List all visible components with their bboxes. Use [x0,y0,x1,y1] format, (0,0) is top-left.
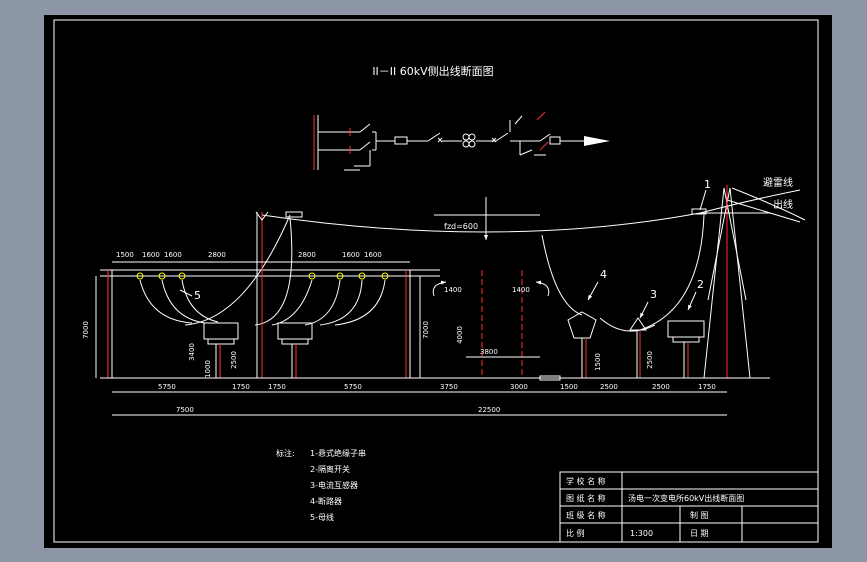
legend-item-1: 1-悬式绝缘子串 [310,448,366,458]
callout-3: 3 [650,288,657,301]
callout-4: 4 [600,268,607,281]
dim-total-right: 22500 [478,406,500,414]
callout-5-leader [179,289,193,297]
insulators [285,208,707,218]
drawing-name-label: 图 纸 名 称 [566,493,606,503]
dim-1400-right: 1400 [512,286,530,294]
date-label: 日 期 [690,529,709,538]
outgoing-tower [700,185,770,379]
bus-insulator-nodes [136,272,389,280]
dim-row1-3: 1750 [268,383,286,391]
drawing-title: II－II 60kV侧出线断面图 [372,64,493,78]
callout-2-leader [687,291,697,311]
scale-label: 比 例 [566,528,585,538]
callout-2: 2 [697,278,704,291]
busbar-structure [100,211,440,378]
dim-row1-6: 3000 [510,383,528,391]
dim-1500-vertical: 1500 [594,353,602,371]
scale-value: 1:300 [630,529,653,538]
sag-label: fzd=600 [444,222,478,231]
dim-4000: 4000 [456,326,464,344]
callout-1: 1 [704,178,711,191]
dim-3400: 3400 [188,343,196,361]
callout-5: 5 [194,289,201,302]
callout-4-leader [587,281,599,301]
legend-head: 标注: [276,448,295,458]
dim-1000: 1000 [204,360,212,378]
dim-top-2: 1600 [142,251,160,259]
dim-row1-4: 5750 [344,383,362,391]
dim-row1-2: 1750 [232,383,250,391]
dim-2500-a: 2500 [230,351,238,369]
drawn-label: 制 图 [690,510,709,520]
dim-row1-7: 1500 [560,383,578,391]
dim-top-7: 1600 [364,251,382,259]
class-label: 班 级 名 称 [566,510,606,520]
dim-2500-b: 2500 [646,351,654,369]
dim-row1-8: 2500 [600,383,618,391]
outgoing-arrow [584,136,610,146]
dim-3800: 3800 [480,348,498,356]
dim-row1-1: 5750 [158,383,176,391]
drawing-name-value: 汤电一次变电所60kV出线断面图 [628,493,744,503]
dim-top-5: 2800 [298,251,316,259]
school-label: 学 校 名 称 [566,476,606,486]
arc-left [432,280,447,297]
dim-row1-10: 1750 [698,383,716,391]
title-block [559,471,819,543]
single-line-schematic [313,111,584,171]
dim-7000-mid: 7000 [422,321,430,339]
dim-top-1: 1500 [116,251,134,259]
callout-3-leader [639,301,649,319]
sheet-border [53,19,819,543]
dim-top-4: 2800 [208,251,226,259]
legend-item-2: 2-隔离开关 [310,464,350,474]
dim-top-6: 1600 [342,251,360,259]
drawing-sheet [44,15,832,548]
legend-item-3: 3-电流互感器 [310,480,358,490]
dim-top-3: 1600 [164,251,182,259]
overhead-conductors [184,187,806,332]
label-outgoing-line: 出线 [773,198,793,211]
label-lightning-wire: 避雷线 [763,176,793,189]
dim-7000-left: 7000 [82,321,90,339]
legend-item-4: 4-断路器 [310,496,342,506]
dim-1400-left: 1400 [444,286,462,294]
dim-row1-9: 2500 [652,383,670,391]
callout-1-leader [699,189,707,211]
dim-row1-5: 3750 [440,383,458,391]
equipment [203,270,705,381]
arc-right [535,280,550,297]
legend-item-5: 5-母线 [310,512,334,522]
dim-total-left: 7500 [176,406,194,414]
